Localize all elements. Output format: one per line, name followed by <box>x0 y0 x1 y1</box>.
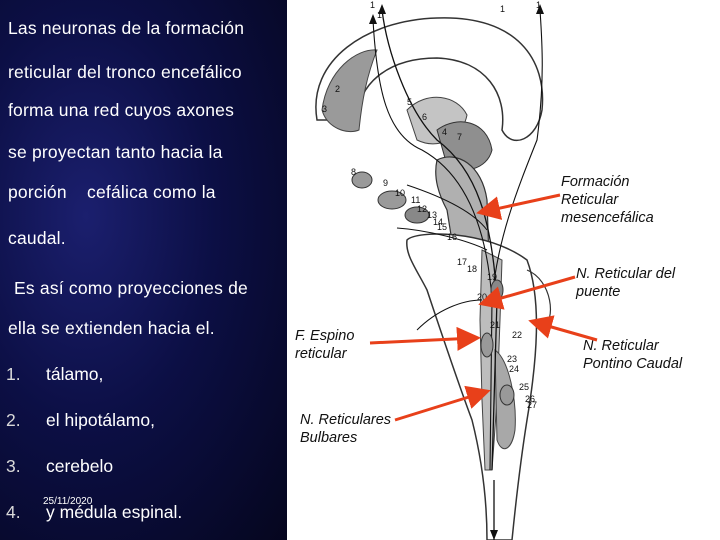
fiber-tract <box>406 184 488 231</box>
text-line-4: se proyectan tanto hacia la <box>8 142 223 162</box>
diagram-number: 8 <box>351 167 356 177</box>
diagram-number: 25 <box>519 382 529 392</box>
arrowhead <box>536 4 544 14</box>
diagram-number: 4 <box>442 127 447 137</box>
list-text: el hipotálamo, <box>46 410 155 430</box>
diagram-number: 1 <box>536 0 541 10</box>
diagram-number: 19 <box>487 272 497 282</box>
diagram-number: 1 <box>370 0 375 10</box>
cortex-shading <box>321 49 378 133</box>
nucleus <box>480 332 494 358</box>
list-text: y médula espinal. <box>46 502 183 522</box>
nucleus <box>404 206 430 224</box>
fiber-tract <box>491 9 543 301</box>
list-item: 3. cerebelo <box>6 456 113 477</box>
diagram-number: 15 <box>437 222 447 232</box>
label-espino-reticular: F. Espino reticular <box>295 328 355 362</box>
nucleus <box>377 190 407 210</box>
text-line-6: caudal. <box>8 228 66 248</box>
brainstem-outline <box>406 233 538 540</box>
list-number: 3. <box>6 456 21 476</box>
nucleus <box>490 279 504 301</box>
diagram-number: 18 <box>467 264 477 274</box>
list-text: tálamo, <box>46 364 104 384</box>
paragraph-2-line-1: Es así como proyecciones de <box>14 278 248 298</box>
diagram-number: 14 <box>433 217 443 227</box>
diagram-number: 3 <box>322 104 327 114</box>
list-text: cerebelo <box>46 456 114 476</box>
fiber-tract <box>416 299 483 331</box>
fiber-tract <box>372 19 493 471</box>
list-number: 4. <box>6 502 21 522</box>
diagram-number: 5 <box>407 97 412 107</box>
diagram-number: 11 <box>411 195 420 205</box>
diagram-number: 7 <box>457 132 462 142</box>
text-line-1: Las neuronas de la formación <box>8 18 245 38</box>
label-reticulares-bulbares: N. Reticulares Bulbares <box>300 412 392 446</box>
list-number: 1. <box>6 364 21 384</box>
diagram-number: 10 <box>395 188 405 198</box>
paragraph-2-line-2: ella se extienden hacia el. <box>8 318 215 338</box>
diagram-number: 9 <box>383 178 388 188</box>
label-pontino-caudal: N. Reticular Pontino Caudal <box>583 338 683 372</box>
diagram-number: 23 <box>507 354 517 364</box>
diagram-number: 1 <box>500 4 505 14</box>
diagram-number: 26 <box>525 394 535 404</box>
list-item: 2. el hipotálamo, <box>6 410 155 431</box>
text-line-5: porción cefálica como la <box>8 182 216 202</box>
diagram-number: 12 <box>417 204 427 214</box>
diagram-number: 6 <box>422 112 427 122</box>
arrowhead <box>378 4 386 14</box>
text-line-3: forma una red cuyos axones <box>8 100 235 120</box>
fiber-tract <box>381 9 498 471</box>
diagram-number: 1 <box>377 10 382 20</box>
list-number: 2. <box>6 410 21 430</box>
diagram-number: 22 <box>512 330 522 340</box>
diagram-number: 24 <box>509 364 519 374</box>
text-panel: Las neuronas de la formación reticular d… <box>0 0 287 540</box>
diagram-number: 16 <box>447 232 457 242</box>
label-reticular-puente: N. Reticular del puente <box>576 266 676 300</box>
slide-date: 25/11/2020 <box>43 496 93 507</box>
nucleus <box>351 171 373 189</box>
arrowhead <box>369 14 377 24</box>
label-formacion-reticular: Formación Reticular mesencefálica <box>561 174 654 226</box>
hemisphere-outline <box>315 17 544 142</box>
list-item: 1. tálamo, <box>6 364 103 385</box>
list-item: 4. y médula espinal. <box>6 502 182 523</box>
diagram-number: 20 <box>477 292 487 302</box>
arrowhead <box>490 530 498 540</box>
diagram-number: 27 <box>527 400 537 410</box>
fiber-tract <box>396 227 488 251</box>
nucleus <box>499 384 515 406</box>
diagram-number: 2 <box>335 84 340 94</box>
diagram-number: 13 <box>427 210 437 220</box>
text-line-2: reticular del tronco encefálico <box>8 62 242 82</box>
diagram-number: 21 <box>490 320 500 330</box>
diagram-number: 17 <box>457 257 467 267</box>
